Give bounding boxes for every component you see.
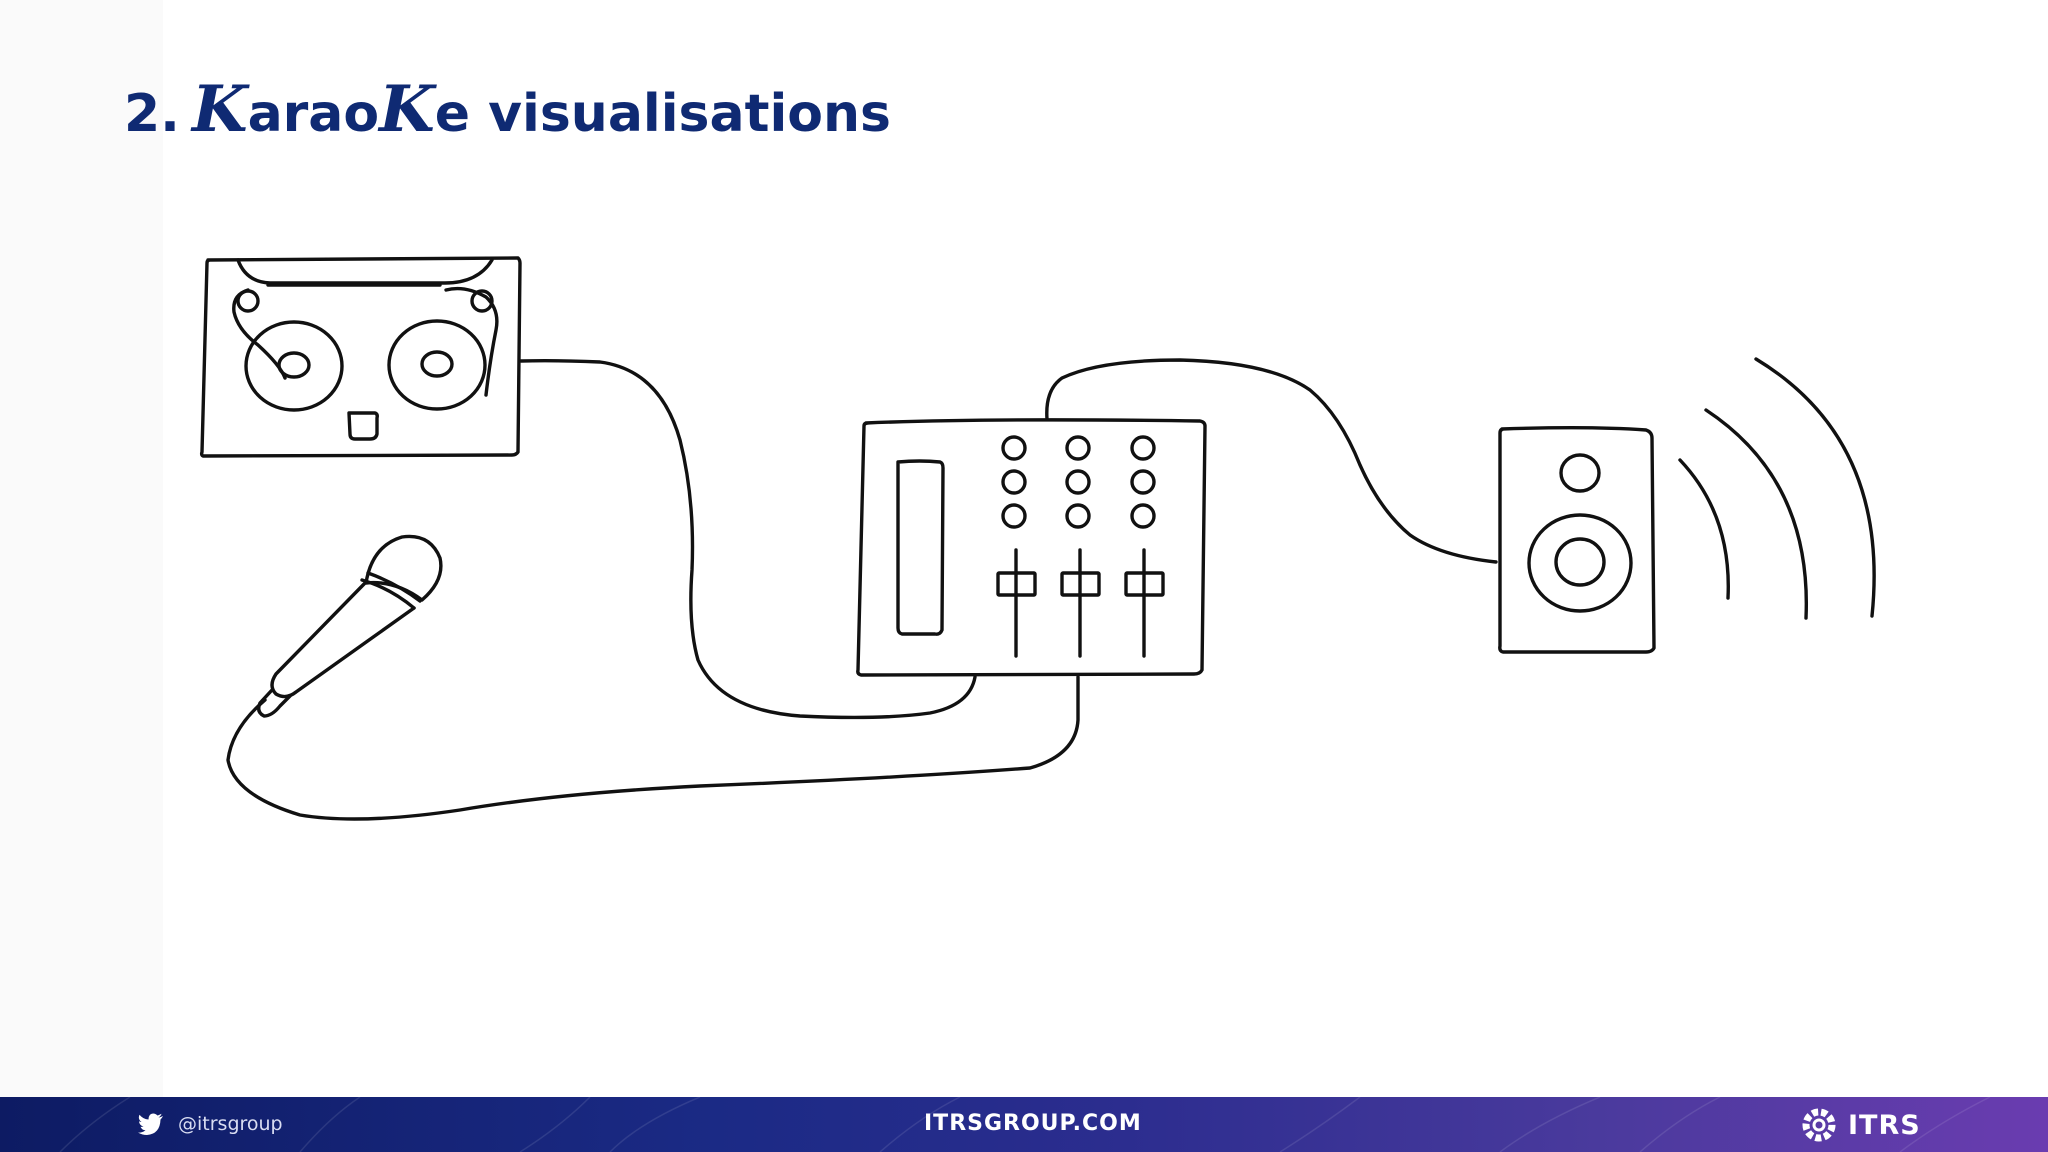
tape-loop [236,258,494,285]
mixer-display [896,459,945,636]
title-number: 2. [124,84,180,144]
title-rest: e visualisations [434,84,891,144]
twitter-bird-icon [138,1113,163,1135]
sound-wave-small [1678,458,1730,600]
speaker-box [1498,426,1656,654]
microphone-icon [256,534,443,718]
itrs-logo-icon [1802,1108,1836,1142]
mixer-body [856,418,1207,677]
cable-mic-to-mixer [226,675,1080,821]
mic-tip [256,688,292,718]
right-reel-hub [420,350,454,378]
right-pin [470,289,494,313]
fader-knob [1060,571,1101,597]
knob [1065,469,1091,495]
cable-mixer-to-speaker [1045,358,1498,564]
speaker-tweeter [1559,453,1601,493]
cable-tape-to-mixer [519,358,977,720]
tape-deck-body [199,256,522,458]
reel-to-reel-tape-deck-icon [199,256,522,458]
left-reel-hub [277,351,311,379]
tape-left-guide [232,288,287,380]
fader-knob [996,571,1037,597]
speaker-woofer [1527,513,1633,613]
left-pin [236,289,260,313]
tape-right-guide [444,286,499,397]
page-title: 2.KaraoKe visualisations [124,70,891,154]
knob [1001,469,1027,495]
left-panel [0,0,163,1097]
mic-ring [366,571,422,603]
social-handle[interactable]: @itrsgroup [138,1109,283,1139]
mic-handle [270,580,416,699]
brand-name: ITRS [1848,1109,1921,1141]
right-reel [387,319,487,411]
speaker-icon [1498,357,1876,654]
footer-bar: @itrsgroup ITRSGROUP.COM ITRS [0,1097,2048,1152]
left-reel [244,320,344,412]
sound-wave-medium [1704,408,1809,620]
footer-pattern [59,1097,1991,1152]
karaoke-diagram [199,256,1876,821]
title-k-first: K [191,72,248,147]
speaker-woofer-center [1554,537,1606,587]
knob [1065,503,1091,529]
tape-head [347,411,379,441]
sound-wave-large [1754,357,1876,618]
twitter-handle: @itrsgroup [178,1113,283,1135]
brand-logo: ITRS [1800,1106,1921,1144]
knob [1130,503,1156,529]
knob [1065,435,1091,461]
title-middle: arao [247,84,380,144]
audio-mixer-icon [856,418,1207,677]
website-link[interactable]: ITRSGROUP.COM [924,1111,1142,1136]
knob [1001,503,1027,529]
title-k-second: K [379,72,435,147]
slide-background [0,0,2048,1097]
knob [1130,469,1156,495]
knob [1001,435,1027,461]
fader-knob [1124,571,1165,597]
knob [1130,435,1156,461]
